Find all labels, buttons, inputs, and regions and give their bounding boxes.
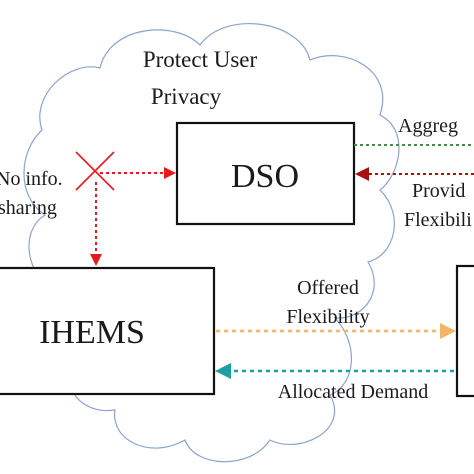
aggregated-label: Aggreg [398,115,458,137]
provided-label-line1: Provid [412,180,465,202]
cloud-title-line1: Protect User [143,47,258,72]
dso-label: DSO [231,158,299,195]
no-info-label-line1: No info. [0,168,63,190]
right-box-partial [455,264,474,398]
no-share-cross-b [75,151,115,191]
ihems-box [0,266,216,396]
offered-label-line2: Flexibility [286,306,369,328]
ihems-label: IHEMS [39,314,145,351]
no-info-label-line2: sharing [0,197,57,219]
allocated-label: Allocated Demand [278,381,429,403]
offered-label-line1: Offered [297,277,359,299]
dso-box [175,121,356,226]
provided-label-line2: Flexibili [404,209,472,231]
cloud-title-line2: Privacy [151,84,222,109]
